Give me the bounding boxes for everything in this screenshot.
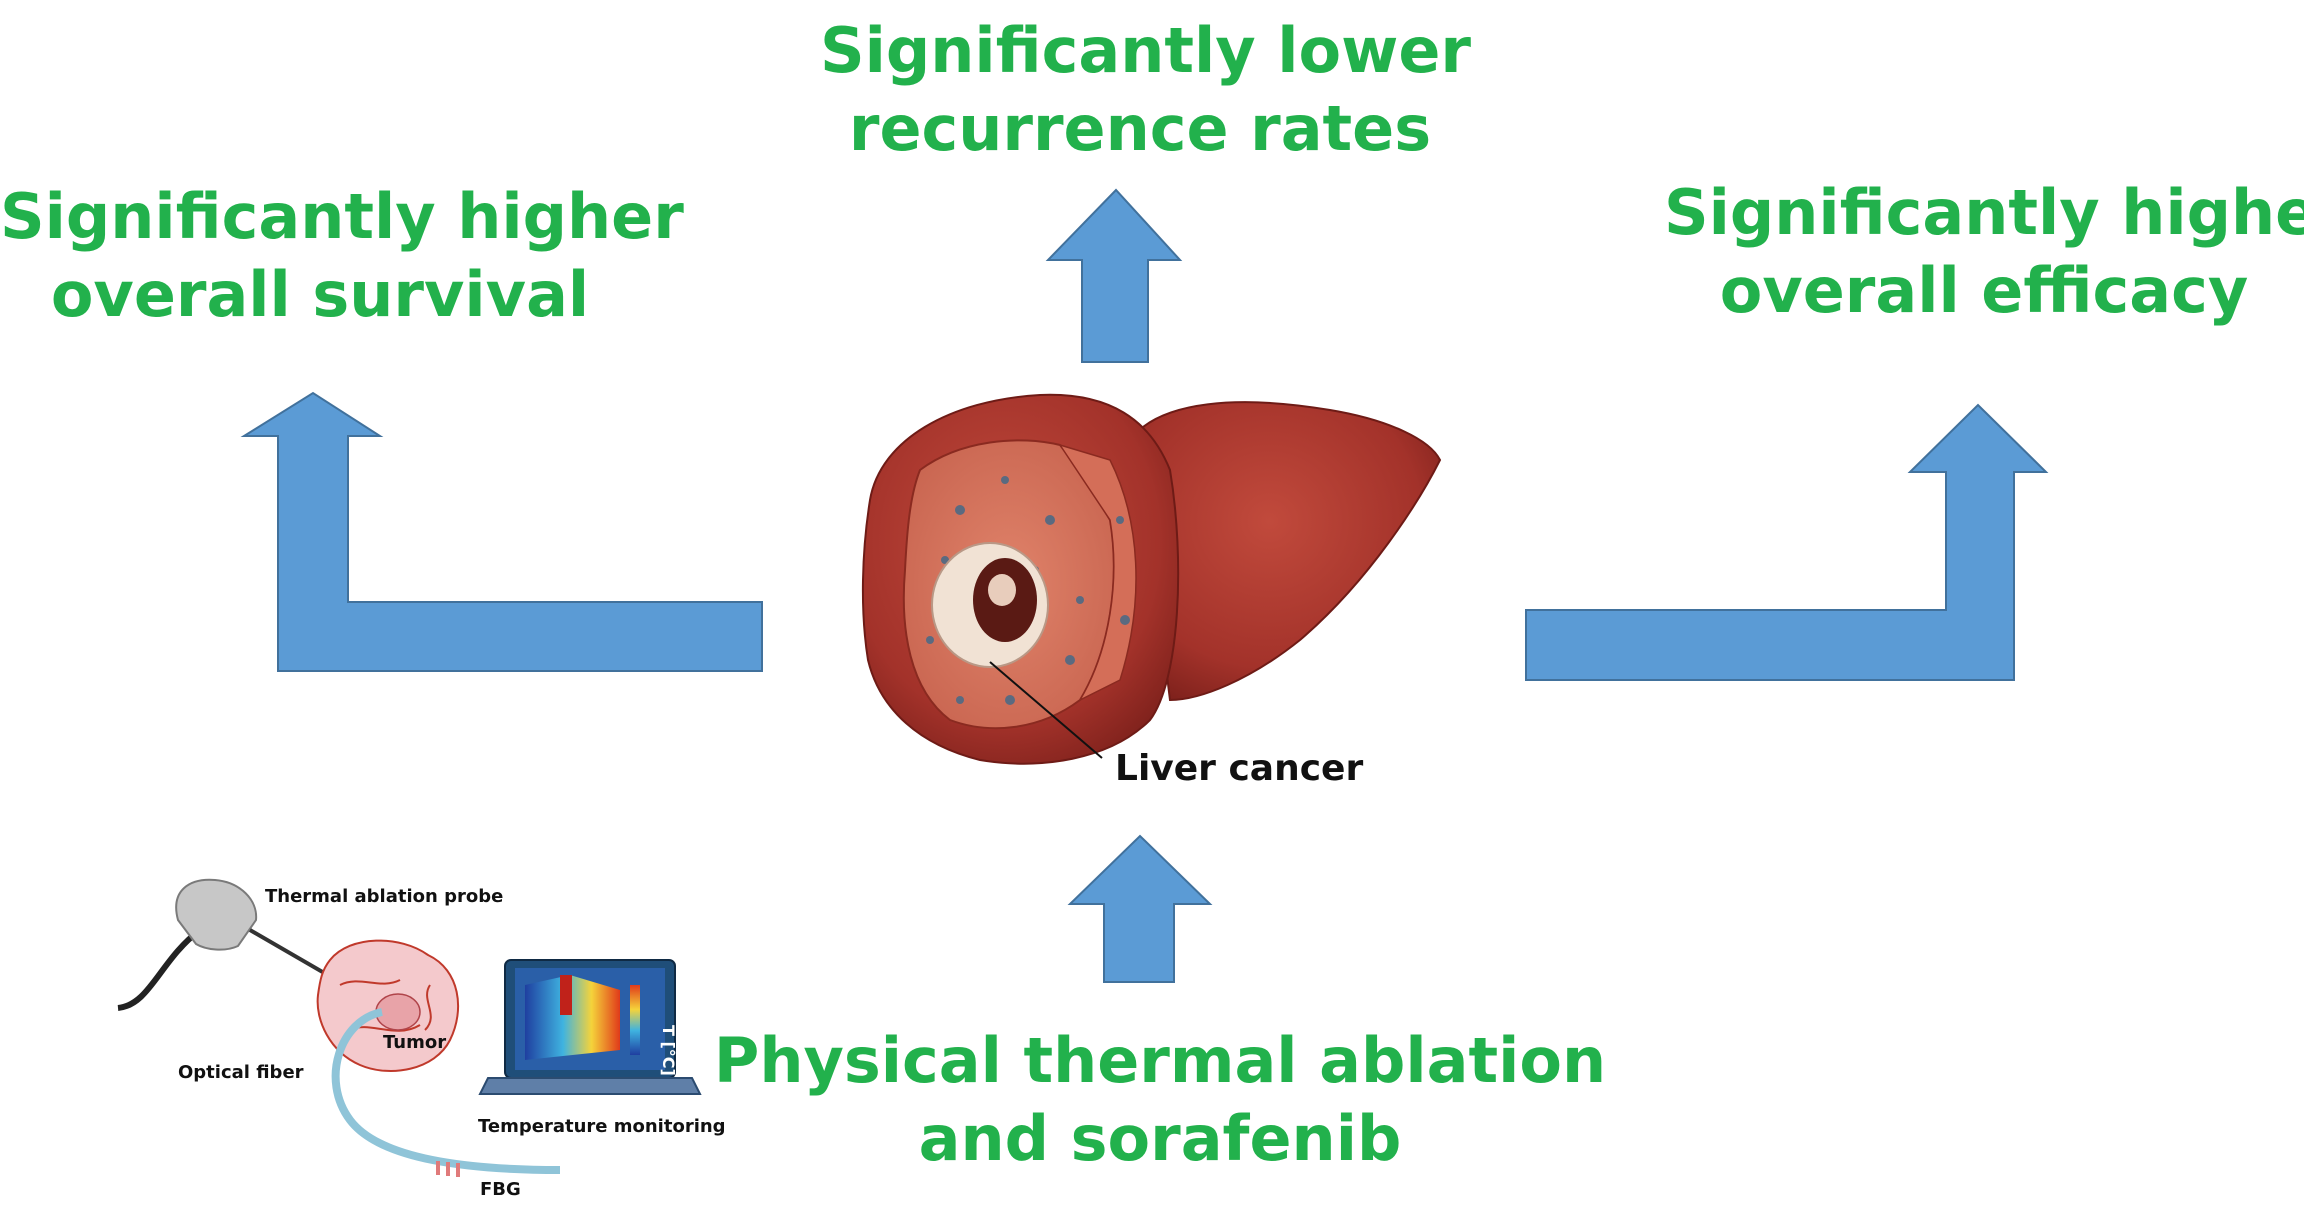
liver-illustration-icon: Liver cancer bbox=[861, 393, 1442, 789]
thermal-ablation-figure: Thermal ablation probe Tumor Optical fib… bbox=[117, 878, 726, 1200]
arrow-up-right-icon bbox=[1525, 403, 2049, 681]
outcome-top-line-2: recurrence rates bbox=[848, 92, 1432, 165]
outcome-right-line-2: overall efficacy bbox=[1719, 254, 2249, 327]
outcome-right-line-1: Significantly higher bbox=[1664, 176, 2304, 249]
arrow-up-bottom-icon bbox=[1067, 834, 1213, 983]
arrow-up-center-icon bbox=[1045, 188, 1183, 363]
outcome-top-line-1: Significantly lower bbox=[820, 14, 1471, 87]
optical-fiber-label: Optical fiber bbox=[178, 1062, 304, 1083]
temperature-monitoring-label: Temperature monitoring bbox=[478, 1116, 726, 1137]
fbg-gratings-icon bbox=[436, 1161, 460, 1177]
outcome-left-line-1: Significantly higher bbox=[0, 180, 684, 253]
outcome-recurrence-rates: Significantly lower recurrence rates bbox=[820, 12, 1471, 168]
tumor-label: Tumor bbox=[383, 1032, 446, 1053]
treatment-label: Physical thermal ablation and sorafenib bbox=[700, 1022, 1620, 1178]
outcome-overall-efficacy: Significantly higher overall efficacy bbox=[1664, 174, 2304, 330]
treatment-line-1: Physical thermal ablation bbox=[713, 1024, 1607, 1097]
outcome-left-line-2: overall survival bbox=[50, 258, 590, 331]
probe-label: Thermal ablation probe bbox=[265, 886, 503, 907]
temperature-axis-label: T [°C] bbox=[659, 1025, 678, 1076]
liver-cancer-label: Liver cancer bbox=[1115, 748, 1363, 789]
treatment-line-2: and sorafenib bbox=[918, 1102, 1402, 1175]
outcome-overall-survival: Significantly higher overall survival bbox=[0, 178, 684, 334]
arrow-up-left-icon bbox=[240, 391, 763, 672]
tumor-icon bbox=[316, 939, 460, 1072]
fbg-label: FBG bbox=[480, 1179, 521, 1200]
laptop-monitor-icon bbox=[478, 959, 702, 1095]
